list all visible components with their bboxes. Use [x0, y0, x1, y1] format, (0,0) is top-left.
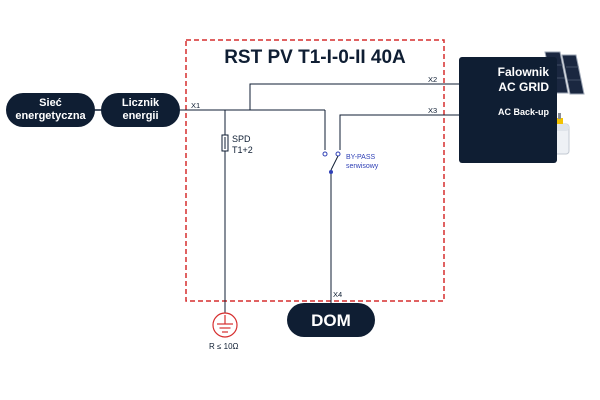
device-title: RST PV T1-I-0-II 40A [224, 47, 406, 68]
grid-box: Sieć energetyczna [6, 93, 95, 127]
wire-x2 [249, 83, 459, 110]
inverter-ac-backup: AC Back-up [497, 107, 549, 117]
enclosure-border [185, 39, 445, 302]
terminal-x2: X2 [428, 75, 438, 84]
spd-label: SPD T1+2 [232, 134, 253, 155]
inverter-box: Falownik AC GRID AC Back-up [459, 57, 557, 163]
bypass-contact-right [335, 151, 341, 157]
bypass-label: BY-PASS serwisowy [346, 154, 379, 170]
terminal-x3: X3 [428, 106, 438, 115]
inverter-ac-grid: AC GRID [498, 80, 549, 94]
terminal-x1: X1 [191, 101, 201, 110]
inverter-title: Falownik [497, 65, 549, 79]
ground-resistance-label: R ≤ 10Ω [209, 342, 239, 351]
bypass-contact-left [322, 151, 328, 157]
terminal-x4: X4 [333, 290, 343, 299]
bypass-lever [330, 155, 339, 171]
wire-x3 [339, 114, 459, 150]
house-box: DOM [287, 303, 375, 337]
meter-box: Licznik energii [101, 93, 180, 127]
ground-circle [212, 312, 238, 338]
bypass-pivot [329, 170, 333, 174]
